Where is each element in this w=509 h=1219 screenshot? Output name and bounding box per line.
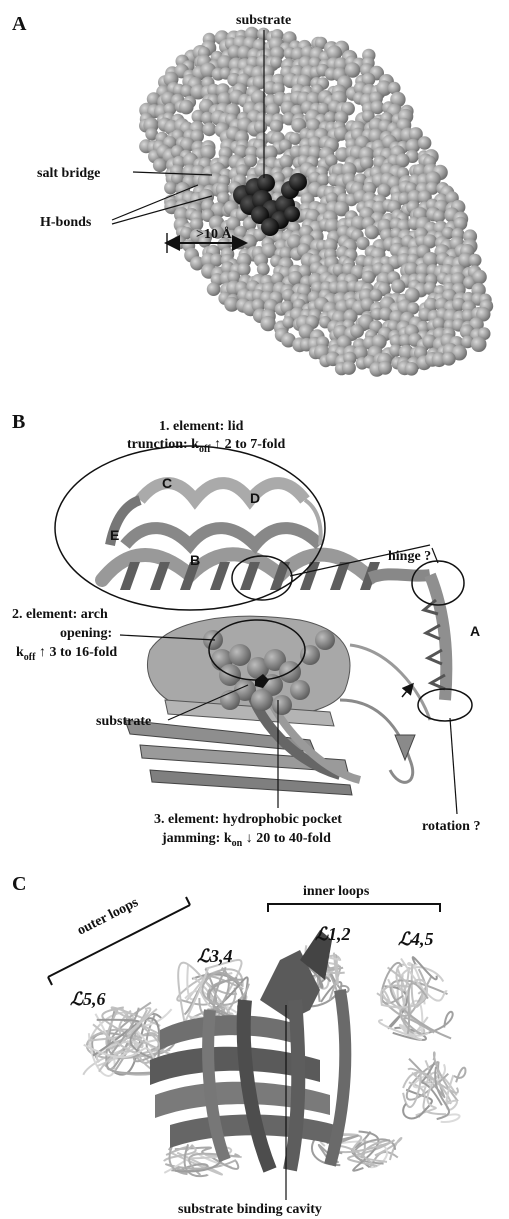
protein-atom xyxy=(257,263,270,276)
outer-loops-label: outer loops xyxy=(75,895,141,939)
loop-label-34: ℒ3,4 xyxy=(197,946,232,966)
protein-atom xyxy=(391,279,405,293)
panel-a: A substrate salt bridge H-bonds >10 Å xyxy=(12,13,493,377)
cavity-label: substrate binding cavity xyxy=(178,1202,322,1217)
loop-label-56: ℒ5,6 xyxy=(70,989,105,1009)
inner-loops-bracket xyxy=(268,904,440,912)
protein-atom xyxy=(418,136,432,150)
panel-a-letter: A xyxy=(12,13,27,35)
loop-label-12: ℒ1,2 xyxy=(315,924,350,944)
helix-turn xyxy=(240,562,260,590)
loop-label-45: ℒ4,5 xyxy=(398,929,433,949)
loop-trace xyxy=(454,1068,466,1083)
protein-atom xyxy=(164,181,177,194)
protein-atom xyxy=(433,210,446,223)
helix-label-a: A xyxy=(470,623,480,639)
distance-label: >10 Å xyxy=(196,226,232,242)
loop-trace xyxy=(441,1114,460,1122)
rotation-leader xyxy=(450,718,457,814)
protein-atom xyxy=(254,120,267,133)
protein-atom xyxy=(202,122,216,136)
salt-bridge-label: salt bridge xyxy=(37,166,100,181)
protein-atom xyxy=(469,254,482,267)
element1-title: 1. element: lid xyxy=(159,419,244,434)
element2-line1: 2. element: arch xyxy=(12,607,108,622)
protein-atom xyxy=(260,316,275,331)
panel-b: B xyxy=(12,411,480,849)
hinge-label: hinge ? xyxy=(388,549,431,564)
protein-atom xyxy=(200,145,215,160)
helix-label-d: D xyxy=(250,490,260,506)
protein-atom xyxy=(365,225,379,239)
protein-atom xyxy=(472,270,486,284)
helix-label-e: E xyxy=(110,527,119,543)
protein-atom xyxy=(153,158,167,172)
protein-atom xyxy=(442,352,456,366)
helix-label-b: B xyxy=(190,552,200,568)
protein-atom xyxy=(342,361,356,375)
protein-atom xyxy=(282,316,294,328)
protein-atom xyxy=(360,156,374,170)
panel-b-letter: B xyxy=(12,411,25,433)
element2-detail: koff ↑ 3 to 16-fold xyxy=(16,645,117,663)
protein-atom xyxy=(207,282,221,296)
element3-detail: jamming: kon ↓ 20 to 40-fold xyxy=(161,831,331,849)
substrate-label-b: substrate xyxy=(96,714,151,729)
inner-loops-label: inner loops xyxy=(303,884,370,899)
protein-atom xyxy=(244,154,257,167)
h-bonds-label: H-bonds xyxy=(40,215,92,230)
protein-atom xyxy=(345,62,360,77)
panel-c-letter: C xyxy=(12,873,26,895)
element2-line2: opening: xyxy=(60,626,112,641)
element3-title: 3. element: hydrophobic pocket xyxy=(154,812,342,827)
protein-atom xyxy=(179,100,194,115)
protein-atom xyxy=(350,324,364,338)
panel-c: C outer loops inner loops ℒ3,4 ℒ5,6 ℒ1,2… xyxy=(12,873,465,1217)
loop-trace xyxy=(413,957,437,979)
protein-atom xyxy=(279,155,293,169)
element1-detail: trunction: koff ↑ 2 to 7-fold xyxy=(127,437,286,455)
protein-atom xyxy=(405,362,419,376)
helix-label-c: C xyxy=(162,475,172,491)
substrate-label-a: substrate xyxy=(236,13,291,28)
protein-atom xyxy=(471,336,487,352)
protein-atom xyxy=(378,361,392,375)
helix-turn xyxy=(150,562,170,590)
rotation-label: rotation ? xyxy=(422,819,480,834)
